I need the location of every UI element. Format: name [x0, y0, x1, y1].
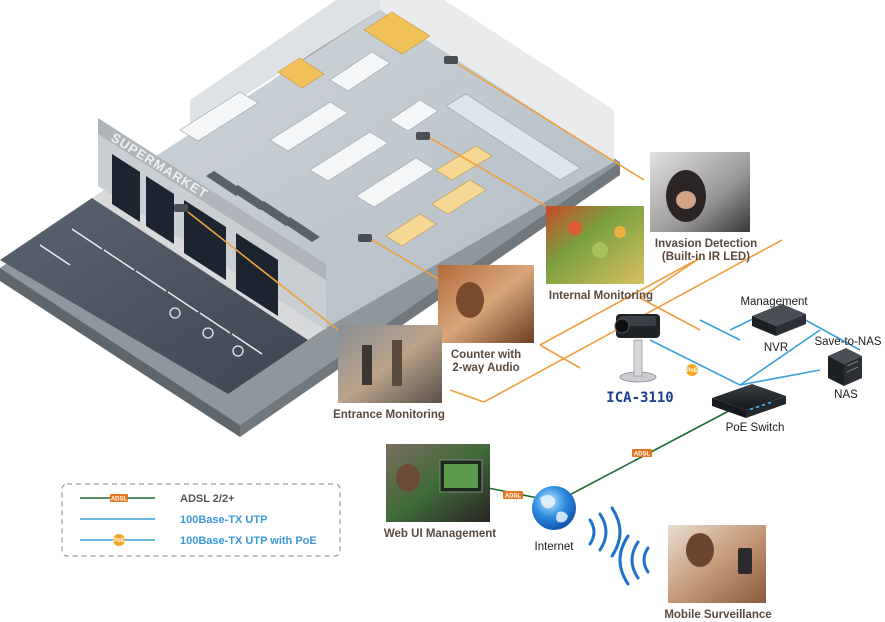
- web-ui-photo: [386, 444, 490, 522]
- counter-audio-label: Counter with: [451, 349, 521, 361]
- web-ui-label: Web UI Management: [384, 528, 496, 540]
- invasion-detection-sublabel: (Built-in IR LED): [662, 251, 750, 263]
- svg-text:ADSL: ADSL: [111, 497, 128, 503]
- ip-camera-icon: [614, 314, 660, 383]
- invasion-detection-label: Invasion Detection: [655, 238, 757, 250]
- poe-tag: PoE: [686, 364, 698, 376]
- invasion-detection-photo: [650, 152, 750, 232]
- adsl-tag: ADSL: [503, 491, 523, 500]
- svg-text:ADSL: ADSL: [505, 494, 522, 500]
- nvr-label: NVR: [764, 342, 788, 354]
- parking-lot: [0, 198, 308, 394]
- supermarket-building: SUPERMARKET: [0, 0, 620, 437]
- legend: ADSL ADSL 2/2+ 100Base-TX UTP PoE 100Bas…: [61, 483, 341, 557]
- internal-monitoring-label: Internal Monitoring: [549, 290, 653, 302]
- internet-label: Internet: [535, 541, 575, 553]
- svg-text:ADSL: ADSL: [634, 452, 651, 458]
- storefront-windows: [112, 154, 278, 316]
- legend-adsl-label: ADSL 2/2+: [180, 493, 235, 505]
- nas-group-label: Save-to-NAS: [814, 336, 881, 348]
- accessible-parking-icon: [169, 307, 244, 357]
- svg-text:PoE: PoE: [113, 538, 125, 544]
- camera-model-label: ICA-3110: [606, 390, 673, 406]
- store-shelves: [179, 11, 581, 247]
- entrance-monitoring-label: Entrance Monitoring: [333, 409, 445, 421]
- legend-poe-tag: [113, 534, 125, 546]
- mobile-surveillance-label: Mobile Surveillance: [664, 609, 771, 621]
- poe-switch-label: PoE Switch: [726, 422, 785, 434]
- counter-audio-sublabel: 2-way Audio: [452, 362, 519, 374]
- parking-lines: [39, 228, 263, 355]
- wireless-signal-icon: [588, 506, 650, 586]
- svg-text:PoE: PoE: [686, 368, 698, 374]
- nvr-icon: [752, 304, 806, 336]
- store-camera-icons: [174, 56, 458, 242]
- adsl-links: [487, 404, 741, 501]
- nas-icon: [828, 348, 862, 386]
- internal-monitoring-photo: [546, 206, 644, 284]
- legend-poe-label: 100Base-TX UTP with PoE: [180, 535, 317, 547]
- adsl-tag: ADSL: [632, 449, 652, 458]
- legend-utp-label: 100Base-TX UTP: [180, 514, 267, 526]
- legend-adsl-tag: [110, 494, 128, 502]
- nvr-group-label: Management: [740, 296, 808, 308]
- poe-switch-icon: [712, 384, 786, 418]
- internet-globe-icon: [532, 486, 576, 530]
- mobile-surveillance-photo: [668, 525, 766, 603]
- counter-audio-photo: [438, 265, 534, 343]
- entrance-monitoring-photo: [338, 325, 442, 403]
- nas-label: NAS: [834, 389, 858, 401]
